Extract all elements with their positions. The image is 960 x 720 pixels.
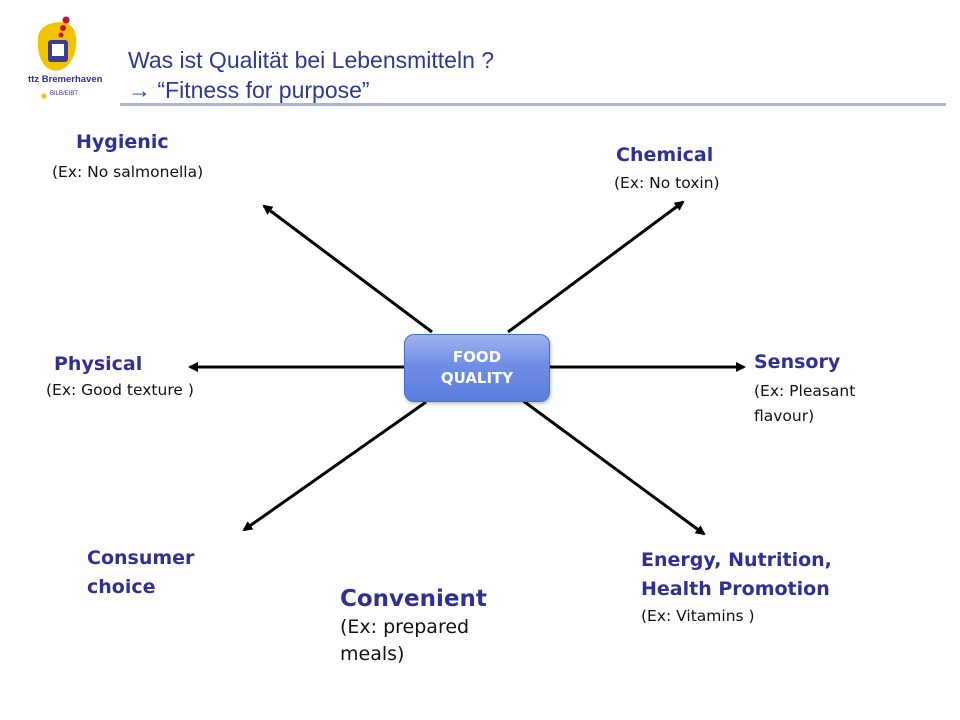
convenient-example-line2: meals) [340,643,405,665]
sensory-label: Sensory [754,351,841,373]
consumer-label-line2: choice [87,576,156,598]
food-quality-box: FOOD QUALITY [404,334,550,402]
chemical-label: Chemical [616,144,714,166]
chemical-example: (Ex: No toxin) [614,174,720,192]
page-title: Was ist Qualität bei Lebensmitteln ? [128,47,495,73]
energy-label-line1: Energy, Nutrition, [641,549,832,571]
title-divider [120,103,946,106]
arrow-consumer [242,400,427,532]
hygienic-example: (Ex: No salmonella) [52,163,204,181]
center-line2: QUALITY [440,369,514,387]
physical-example: (Ex: Good texture ) [46,381,194,399]
consumer-label-line1: Consumer [87,547,195,569]
sensory-example-line1: (Ex: Pleasant [754,382,856,400]
physical-label: Physical [54,353,143,375]
page-subtitle: → “Fitness for purpose” [128,77,370,103]
logo-subtext: BILB/EIBT [50,91,79,97]
center-line1: FOOD [452,348,502,366]
arrow-hygienic [262,204,433,334]
sensory-example-line2: flavour) [754,407,815,425]
energy-example: (Ex: Vitamins ) [641,607,755,625]
arrow-chemical [507,200,685,334]
hygienic-label: Hygienic [76,131,169,153]
convenient-label: Convenient [340,586,487,612]
ttz-logo: ttz Bremerhaven BILB/EIBT [28,12,102,104]
energy-label-line2: Health Promotion [641,578,830,600]
arrow-energy [521,398,706,536]
logo-text: ttz Bremerhaven [28,74,103,85]
ttz-logo-graphic [37,16,77,99]
convenient-example-line1: (Ex: prepared [340,616,470,638]
